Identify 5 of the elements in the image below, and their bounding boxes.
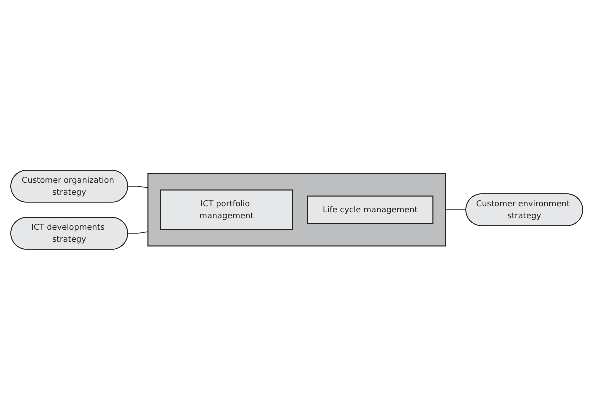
node-box: Life cycle management [307, 196, 434, 224]
connector [128, 186, 149, 188]
node-box: ICT portfolio management [160, 190, 294, 230]
cluster [148, 173, 446, 247]
connector [128, 232, 149, 234]
